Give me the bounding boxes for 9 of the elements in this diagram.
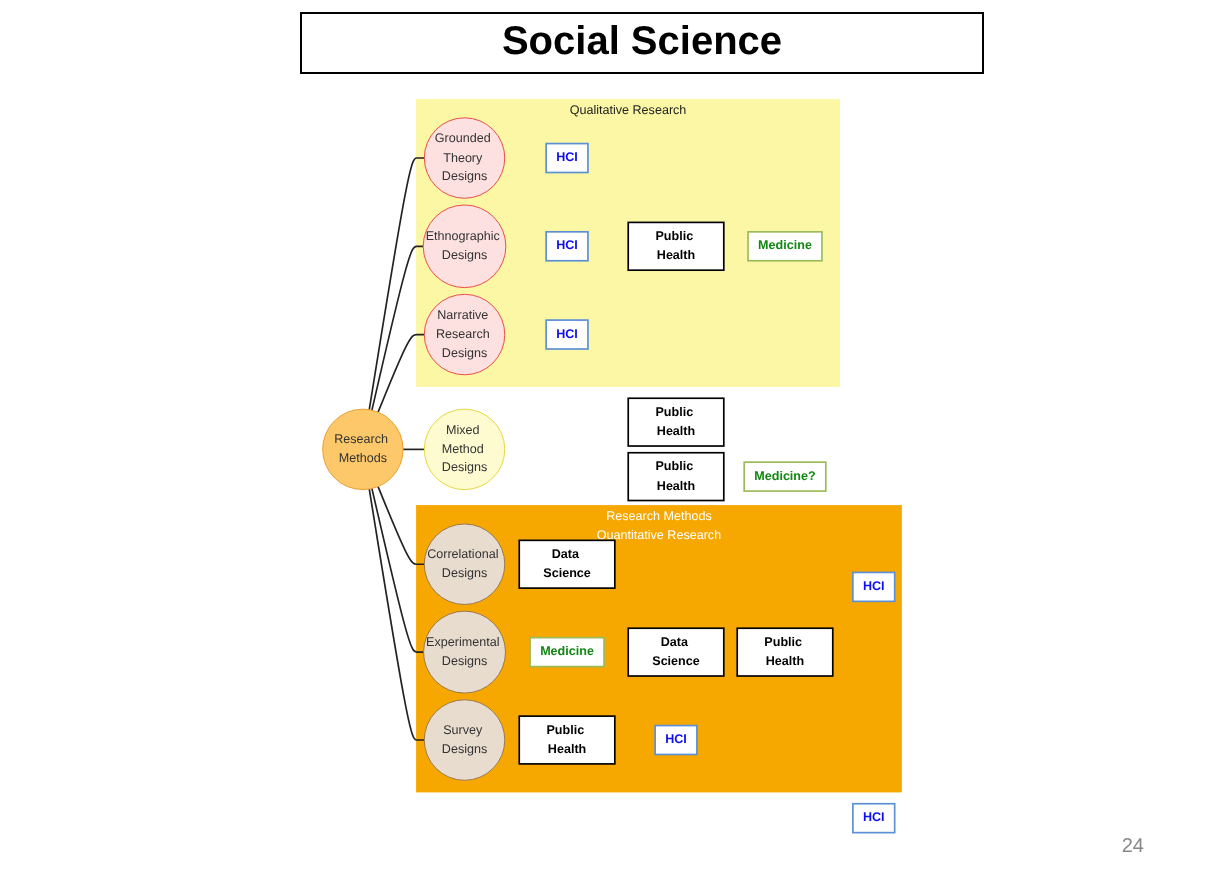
connector	[368, 488, 426, 741]
connector	[377, 333, 426, 413]
connector	[371, 487, 425, 653]
title-box: Social Science	[300, 12, 984, 74]
connector	[377, 485, 426, 566]
page-number: 24	[1121, 836, 1144, 858]
connector	[371, 245, 425, 411]
connector	[402, 448, 426, 451]
connector	[368, 157, 426, 411]
